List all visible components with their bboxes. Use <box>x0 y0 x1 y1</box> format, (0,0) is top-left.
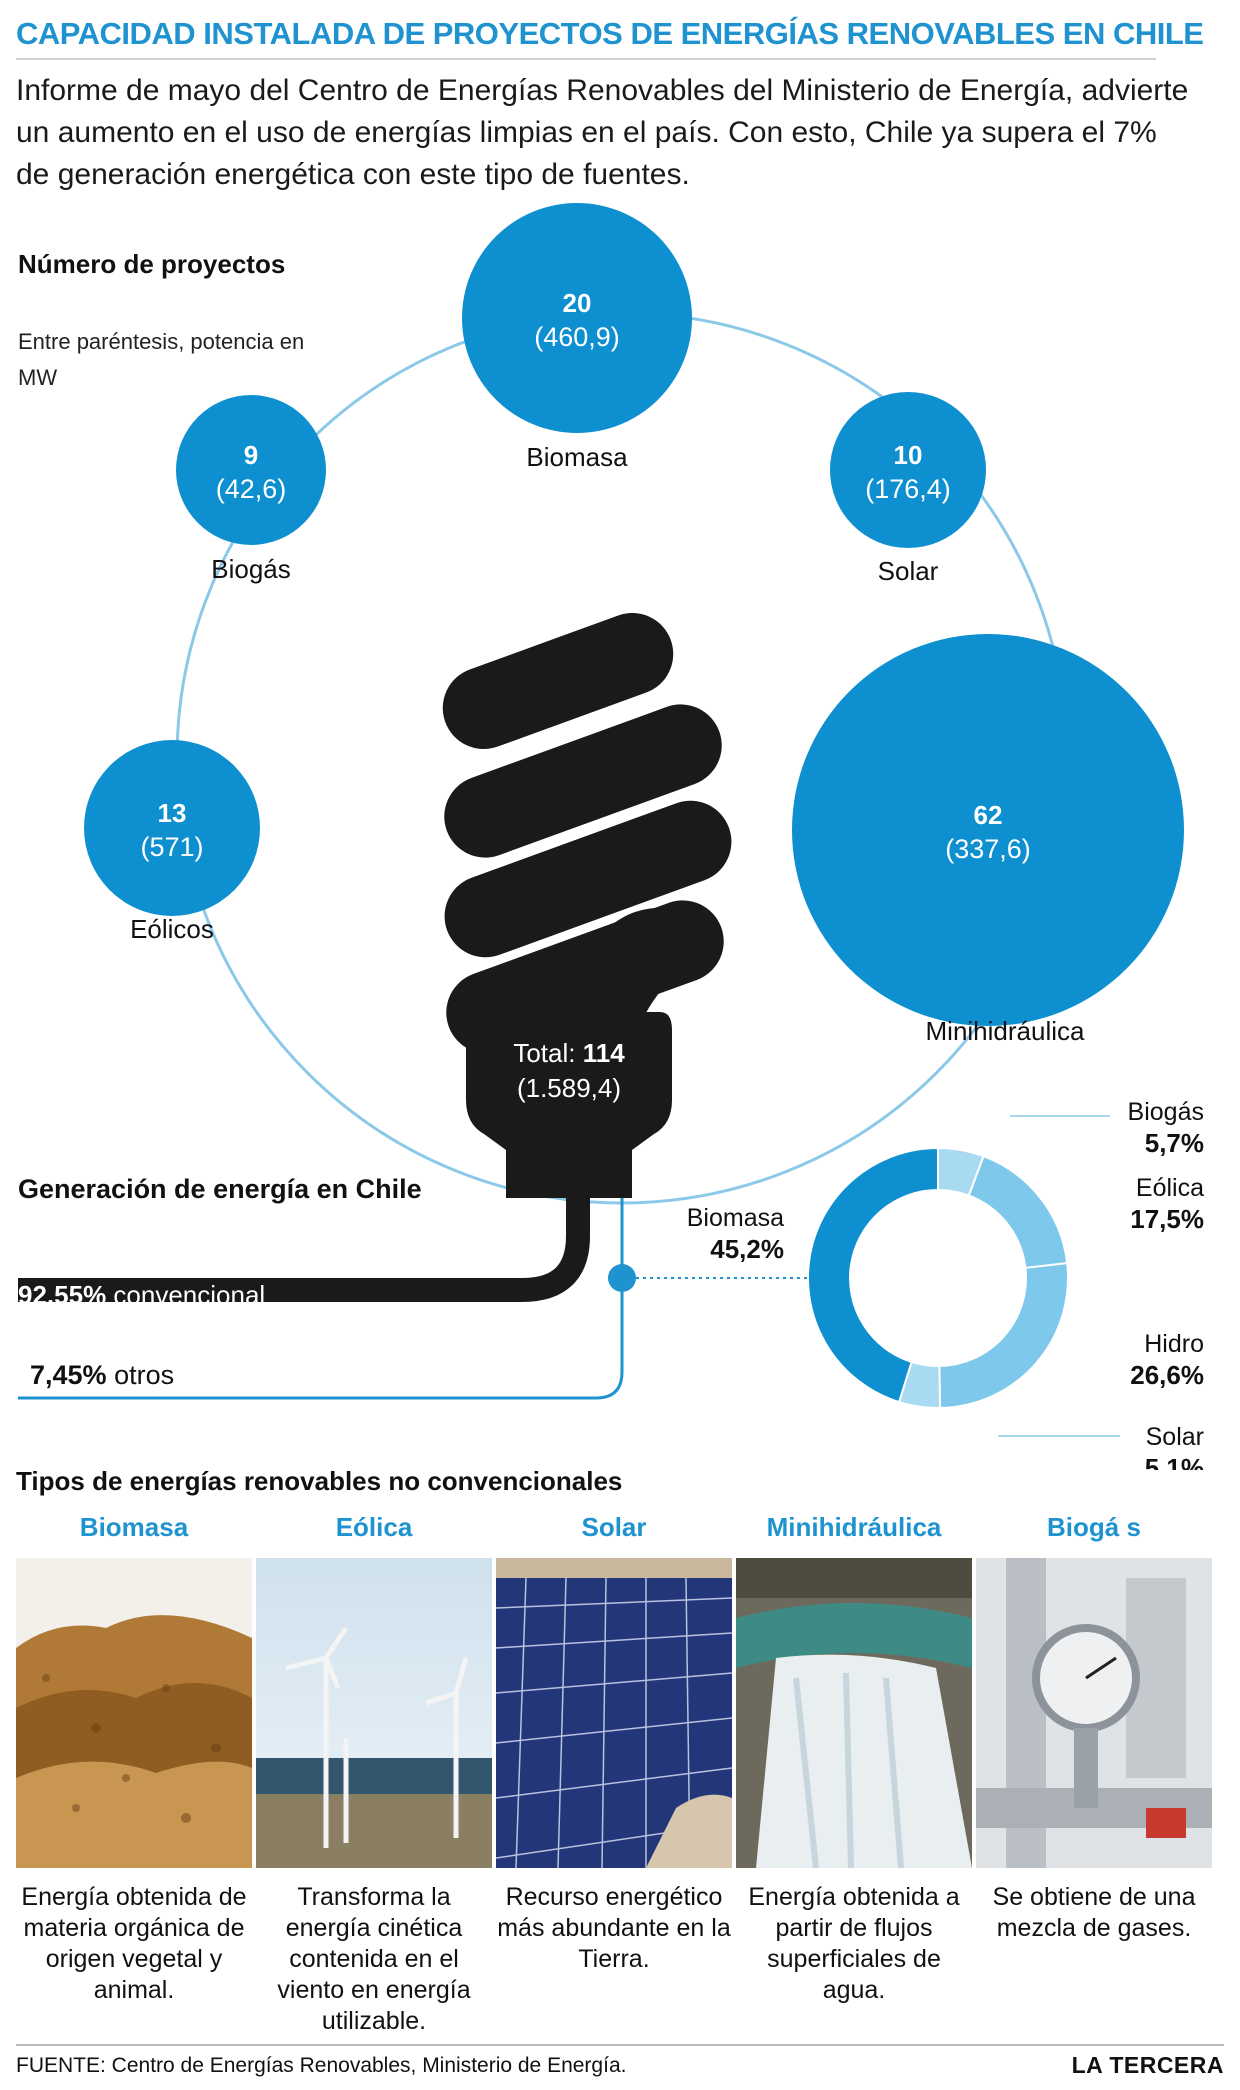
type-desc: Se obtiene de una mezcla de gases. <box>992 1883 1196 1942</box>
type-solar: Solar Recurso energético más abundante e… <box>496 1512 732 1975</box>
total-text: Total: 114 <box>513 1038 625 1068</box>
brand-logo: LA TERCERA <box>1071 2052 1224 2078</box>
types-heading: Tipos de energías renovables no convenci… <box>16 1466 623 1496</box>
type-title: Minihidráulica <box>766 1512 942 1542</box>
wind-turbines-photo-icon <box>256 1558 492 1868</box>
others-pct: 7,45% <box>30 1360 107 1390</box>
intro-text: Informe de mayo del Centro de Energías R… <box>16 74 1189 191</box>
title-divider <box>16 58 1156 60</box>
gas-plant-photo-icon <box>976 1558 1212 1868</box>
type-minihidraulica: Minihidráulica Energía obtenida a partir… <box>736 1512 972 2006</box>
bubble-category-label: Minihidráulica <box>926 1016 1085 1046</box>
total-mw: (1.589,4) <box>517 1073 621 1103</box>
type-desc: Transforma la energía cinética contenida… <box>277 1883 471 2035</box>
type-desc: Energía obtenida de materia orgánica de … <box>21 1883 247 2004</box>
total-count: 114 <box>583 1038 625 1068</box>
bubble-count-label: 62 <box>974 800 1003 830</box>
donut-category-label: Hidro <box>1144 1330 1204 1358</box>
bubble-mw-label: (337,6) <box>945 834 1031 864</box>
type-title: Solar <box>581 1512 647 1542</box>
waterfall-photo-icon <box>736 1558 972 1868</box>
bubble-count-label: 20 <box>563 288 592 318</box>
type-title: Eólica <box>335 1512 413 1542</box>
bubble-chart: Total: 114 (1.589,4) 20 (460,9) Biomasa 10 (… <box>18 203 1204 1470</box>
others-text: otros <box>106 1360 175 1390</box>
solar-panels-photo-icon <box>496 1558 732 1868</box>
type-title: Biomasa <box>79 1512 189 1542</box>
source-note: FUENTE: Centro de Energías Renovables, M… <box>16 2054 627 2077</box>
others-label: 7,45% otros <box>30 1360 174 1391</box>
donut-slice-biomasa <box>807 1146 939 1404</box>
type-biogas: Biogá s Se obtiene de una mezcla de gase… <box>976 1512 1212 1944</box>
total-label: Total: <box>513 1038 582 1068</box>
donut-category-label: Solar <box>1146 1423 1204 1451</box>
bubble-category-label: Solar <box>878 556 939 586</box>
bubble-category-label: Biomasa <box>526 442 628 472</box>
bubble-biomasa <box>462 203 692 433</box>
donut-value-label: 5,1% <box>1145 1453 1204 1470</box>
bubble-mw-label: (176,4) <box>865 474 951 504</box>
type-eolica: Eólica Transforma la energía cinética co… <box>256 1512 492 2037</box>
conventional-label: 92,55% convencional <box>18 1281 618 1309</box>
others-line <box>18 1190 624 1400</box>
connector-lines <box>18 1178 810 1400</box>
bubble-mw-label: (460,9) <box>534 322 620 352</box>
bubble-category-label: Eólicos <box>130 914 214 944</box>
donut-value-label: 17,5% <box>1130 1204 1204 1234</box>
connector-dot <box>608 1264 636 1292</box>
donut-value-label: 45,2% <box>710 1234 784 1264</box>
bubble-eólicos <box>84 740 260 916</box>
donut-slice-eólica <box>967 1154 1069 1270</box>
bubble-category-label: Biogás <box>211 554 291 584</box>
page-title: CAPACIDAD INSTALADA DE PROYECTOS DE ENER… <box>16 16 1204 51</box>
wood-chips-photo-icon <box>16 1558 252 1868</box>
donut-value-label: 26,6% <box>1130 1360 1204 1390</box>
donut-category-label: Biomasa <box>687 1204 784 1232</box>
bubble-minihidráulica <box>792 634 1184 1026</box>
bubble-count-label: 13 <box>158 798 187 828</box>
bubble-group: 20 (460,9) Biomasa 10 (176,4) Solar 62 (337,6) M… <box>84 203 1184 1046</box>
conventional-text: convencional <box>106 1281 266 1309</box>
donut-chart <box>807 1146 1069 1409</box>
conventional-line <box>18 1178 590 1302</box>
type-desc: Recurso energético más abundante en la T… <box>497 1883 731 1973</box>
type-desc: Energía obtenida a partir de flujos supe… <box>748 1883 960 2004</box>
donut-slice-hidro <box>938 1262 1069 1409</box>
donut-category-label: Biogás <box>1128 1098 1204 1126</box>
projects-heading: Número de proyectos <box>18 249 286 279</box>
bubble-count-label: 10 <box>894 440 923 470</box>
generation-heading: Generación de energía en Chile <box>18 1174 422 1204</box>
bubble-count-label: 9 <box>244 440 258 470</box>
type-title: Biogá s <box>1047 1512 1141 1542</box>
donut-category-label: Eólica <box>1136 1174 1204 1202</box>
bubble-mw-label: (42,6) <box>216 474 287 504</box>
type-biomasa: Biomasa Energía obtenida de materia orgá… <box>16 1512 252 2006</box>
donut-value-label: 5,7% <box>1145 1128 1204 1158</box>
projects-note: Entre paréntesis, potencia en MW <box>18 329 305 390</box>
footer-divider <box>16 2044 1224 2046</box>
bubble-mw-label: (571) <box>140 832 203 862</box>
light-bulb-icon <box>442 612 732 1198</box>
bubble-biogás <box>176 395 326 545</box>
bubble-solar <box>830 392 986 548</box>
conventional-pct: 92,55% <box>18 1281 107 1309</box>
